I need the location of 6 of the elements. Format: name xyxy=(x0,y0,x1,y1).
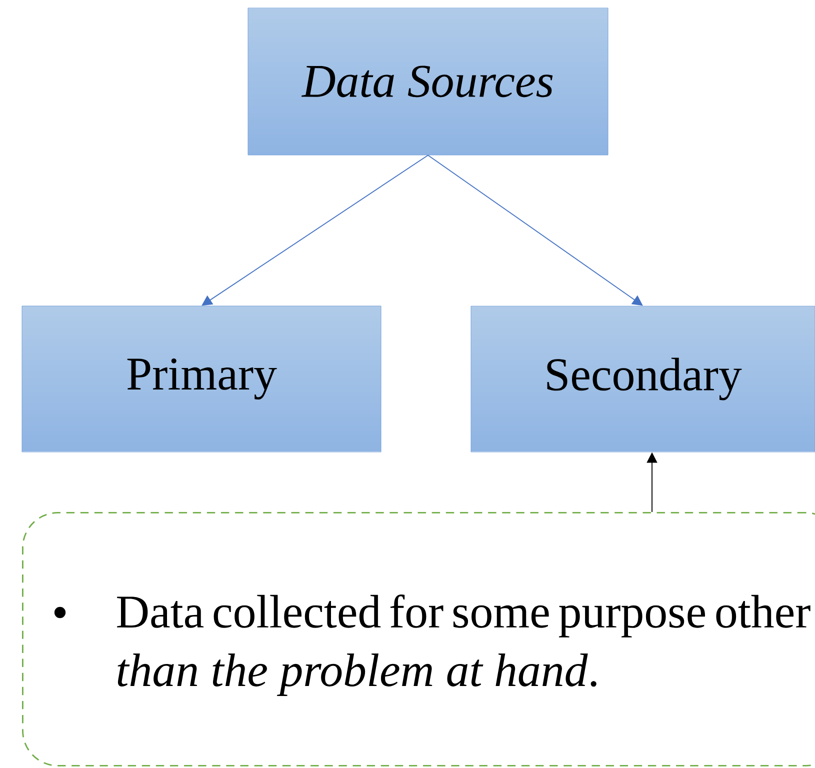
arrow xyxy=(428,154,643,306)
process-box: Secondary xyxy=(470,306,815,452)
process-box: Primary xyxy=(22,306,382,452)
process-box: Data Sources xyxy=(248,8,608,156)
bullet: • xyxy=(54,606,66,618)
arrow xyxy=(202,154,428,306)
